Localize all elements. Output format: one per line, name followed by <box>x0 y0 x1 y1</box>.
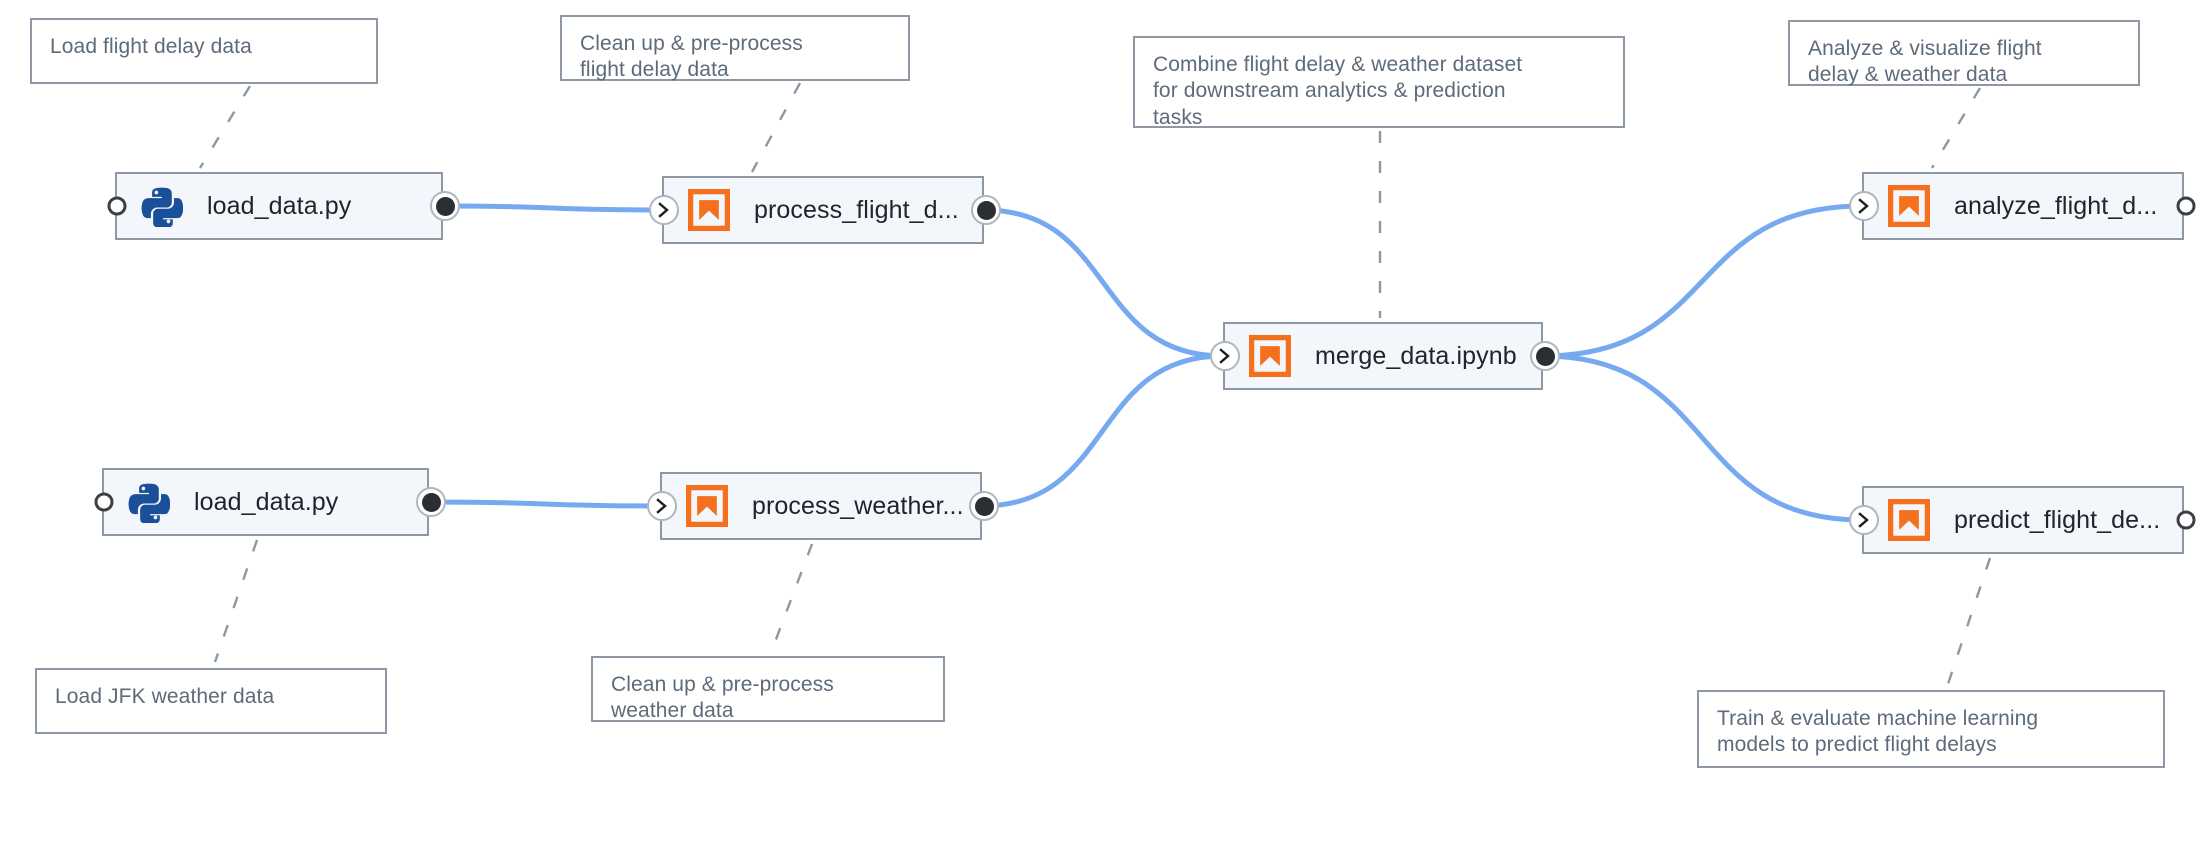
chevron-right-icon <box>1858 512 1869 528</box>
jupyter-notebook-icon <box>1249 335 1291 377</box>
pipeline-edge[interactable] <box>979 353 1226 509</box>
python-icon <box>128 483 170 523</box>
jupyter-notebook-icon <box>688 189 730 231</box>
node-output-port[interactable] <box>430 191 460 221</box>
node-input-port[interactable] <box>94 492 114 512</box>
python-icon <box>141 185 183 227</box>
comment-link <box>198 85 252 169</box>
pipeline-node-predict_flight[interactable]: predict_flight_de... <box>1849 486 2196 554</box>
comment-box[interactable]: Clean up & pre-process flight delay data <box>560 15 910 81</box>
comment-box[interactable]: Combine flight delay & weather dataset f… <box>1133 36 1625 129</box>
chevron-right-icon <box>656 498 667 514</box>
node-output-port[interactable] <box>1530 341 1560 371</box>
pipeline-node-merge_data[interactable]: merge_data.ipynb <box>1210 322 1560 390</box>
chevron-right-icon <box>1219 348 1230 364</box>
node-input-port[interactable] <box>1849 191 1879 221</box>
node-input-port[interactable] <box>107 196 127 216</box>
pipeline-node-analyze_flight[interactable]: analyze_flight_d... <box>1849 172 2196 240</box>
python-icon <box>141 187 183 227</box>
comment-link <box>770 543 814 651</box>
node-label: analyze_flight_d... <box>1954 191 2158 220</box>
comment-box[interactable]: Clean up & pre-process weather data <box>591 656 945 722</box>
node-output-port[interactable] <box>969 491 999 521</box>
node-input-port[interactable] <box>1849 505 1879 535</box>
node-label: load_data.py <box>207 191 352 220</box>
node-label: load_data.py <box>194 487 339 516</box>
pipeline-edge[interactable] <box>1540 203 1865 359</box>
output-port-dot <box>421 492 441 512</box>
pipeline-edge[interactable] <box>426 499 663 509</box>
node-output-port[interactable] <box>2176 510 2196 530</box>
comment-box[interactable]: Load flight delay data <box>30 18 378 84</box>
jupyter-notebook-icon <box>1888 185 1930 227</box>
pipeline-node-load_weather[interactable]: load_data.py <box>94 468 446 536</box>
node-output-port[interactable] <box>416 487 446 517</box>
pipeline-edge[interactable] <box>440 203 665 213</box>
node-label: process_flight_d... <box>754 195 959 224</box>
pipeline-node-process_weather[interactable]: process_weather... <box>647 472 999 540</box>
jupyter-notebook-icon <box>686 485 728 527</box>
node-input-port[interactable] <box>649 195 679 225</box>
comment-box[interactable]: Train & evaluate machine learning models… <box>1697 690 2165 768</box>
jupyter-notebook-icon <box>1888 499 1930 541</box>
output-port-dot <box>974 496 994 516</box>
node-output-port[interactable] <box>2176 196 2196 216</box>
jupyter-notebook-icon <box>1249 335 1291 377</box>
output-port-dot <box>1535 346 1555 366</box>
pipeline-edge[interactable] <box>1540 353 1865 523</box>
python-icon <box>128 481 170 523</box>
node-label: process_weather... <box>752 491 964 520</box>
node-input-port[interactable] <box>1210 341 1240 371</box>
comment-box[interactable]: Load JFK weather data <box>35 668 387 734</box>
node-input-port[interactable] <box>647 491 677 521</box>
pipeline-node-process_flight[interactable]: process_flight_d... <box>649 176 1001 244</box>
output-port-dot <box>976 200 996 220</box>
jupyter-notebook-icon <box>1888 499 1930 541</box>
node-label: predict_flight_de... <box>1954 505 2161 534</box>
chevron-right-icon <box>658 202 669 218</box>
jupyter-notebook-icon <box>686 485 728 527</box>
comment-link <box>213 539 259 663</box>
jupyter-notebook-icon <box>688 189 730 231</box>
pipeline-edge[interactable] <box>981 207 1226 359</box>
chevron-right-icon <box>1858 198 1869 214</box>
jupyter-notebook-icon <box>1888 185 1930 227</box>
comment-box[interactable]: Analyze & visualize flight delay & weath… <box>1788 20 2140 86</box>
output-port-dot <box>435 196 455 216</box>
comment-link <box>1930 87 1982 169</box>
comment-link <box>750 82 802 173</box>
node-label: merge_data.ipynb <box>1315 341 1517 370</box>
pipeline-node-load_flight[interactable]: load_data.py <box>107 172 460 240</box>
node-output-port[interactable] <box>971 195 1001 225</box>
comment-link <box>1946 557 1992 685</box>
